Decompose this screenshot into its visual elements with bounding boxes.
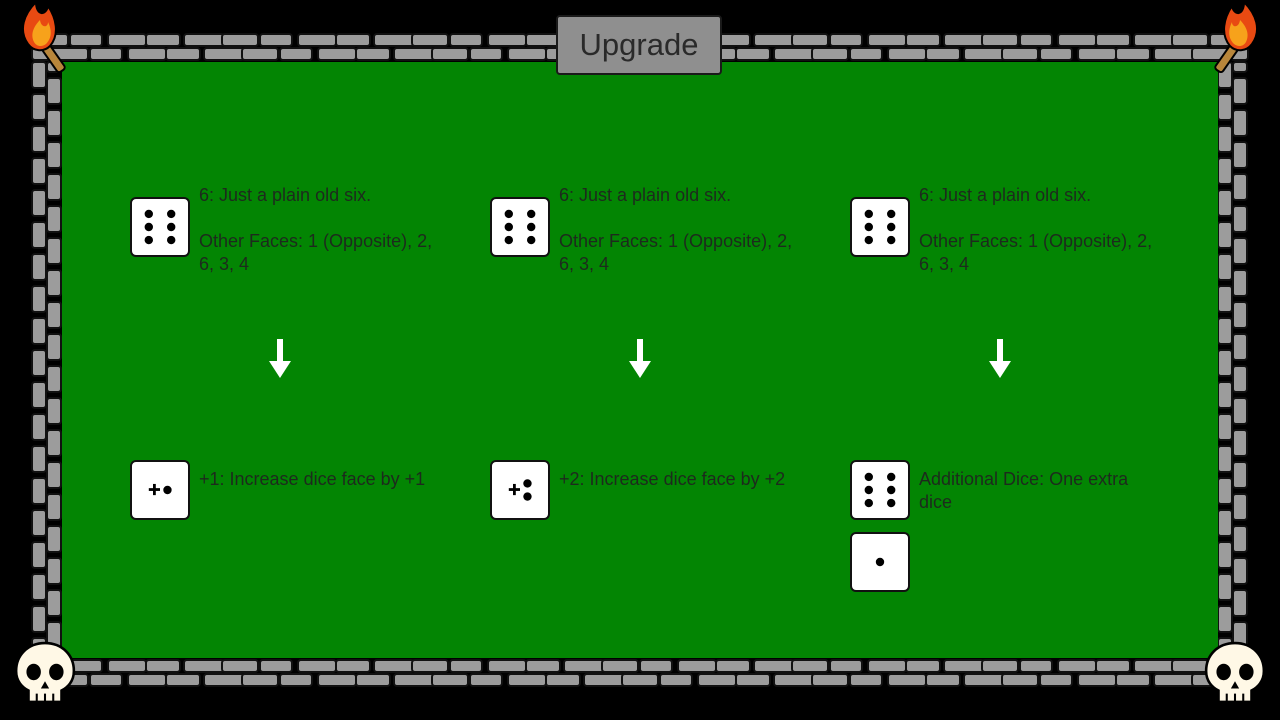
face-label: 6: Just a plain old six.	[559, 185, 732, 205]
upgrade-die-one[interactable]	[850, 532, 910, 592]
six-pip-die-icon	[504, 209, 536, 245]
upgrade-title-button[interactable]: Upgrade	[556, 15, 722, 75]
skull-icon	[14, 641, 76, 704]
upgrade-die-plus-one[interactable]	[130, 460, 190, 520]
six-pip-die-icon	[864, 472, 896, 508]
current-die-six-3[interactable]	[850, 197, 910, 257]
current-die-description-1: 6: Just a plain old six. Other Faces: 1 …	[199, 184, 444, 276]
upgrade-description-1: +1: Increase dice face by +1	[199, 468, 429, 491]
upgrade-text: Additional Dice: One extra dice	[919, 469, 1129, 512]
six-pip-die-icon	[864, 209, 896, 245]
face-label: 6: Just a plain old six.	[919, 185, 1092, 205]
torch-icon	[21, 0, 66, 74]
upgrade-description-2: +2: Increase dice face by +2	[559, 468, 789, 491]
current-die-description-3: 6: Just a plain old six. Other Faces: 1 …	[919, 184, 1164, 276]
plus-two-die-icon	[508, 479, 532, 501]
upgrade-text: +1: Increase dice face by +1	[199, 469, 426, 489]
upgrade-text: +2: Increase dice face by +2	[559, 469, 786, 489]
other-faces: Other Faces: 1 (Opposite), 2, 6, 3, 4	[919, 231, 1153, 274]
upgrade-description-3: Additional Dice: One extra dice	[919, 468, 1159, 514]
skull-icon	[1204, 641, 1266, 704]
plus-one-die-icon	[148, 483, 172, 496]
one-pip-die-icon	[875, 557, 885, 567]
current-die-six-1[interactable]	[130, 197, 190, 257]
down-arrow-icon	[989, 339, 1011, 378]
six-pip-die-icon	[144, 209, 176, 245]
upgrade-die-six[interactable]	[850, 460, 910, 520]
torch-icon	[1214, 0, 1259, 74]
other-faces: Other Faces: 1 (Opposite), 2, 6, 3, 4	[559, 231, 793, 274]
current-die-description-2: 6: Just a plain old six. Other Faces: 1 …	[559, 184, 804, 276]
upgrade-die-plus-two[interactable]	[490, 460, 550, 520]
other-faces: Other Faces: 1 (Opposite), 2, 6, 3, 4	[199, 231, 433, 274]
down-arrow-icon	[269, 339, 291, 378]
face-label: 6: Just a plain old six.	[199, 185, 372, 205]
down-arrow-icon	[629, 339, 651, 378]
current-die-six-2[interactable]	[490, 197, 550, 257]
